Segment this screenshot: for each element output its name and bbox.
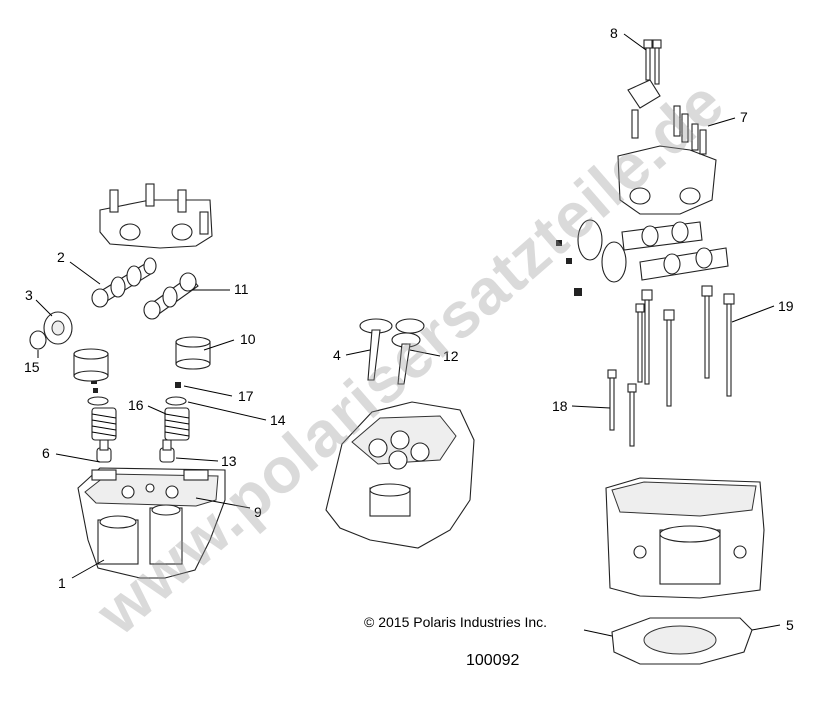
cylinder-head-left	[77, 467, 226, 579]
callout-11: 11	[234, 281, 249, 297]
copyright-notice: © 2015 Polaris Industries Inc.	[364, 614, 548, 630]
valve-spring-left	[91, 407, 117, 441]
callout-1: 1	[58, 575, 66, 591]
callout-13: 13	[221, 453, 237, 469]
valve-seal-6	[96, 439, 112, 463]
cylinder-right	[605, 477, 765, 599]
camshaft-11	[143, 272, 199, 320]
callout-12: 12	[443, 348, 459, 364]
valve-tappet-left	[73, 348, 109, 382]
callout-19: 19	[778, 298, 794, 314]
valve-seal-13	[159, 439, 175, 463]
callout-8: 8	[610, 25, 618, 41]
bolts-18	[607, 369, 637, 447]
head-bolts-19	[635, 285, 735, 407]
bolts-8	[643, 39, 662, 85]
callout-10: 10	[240, 331, 256, 347]
spring-retainer-14	[165, 396, 187, 406]
retaining-clip-15	[29, 330, 47, 350]
callout-17: 17	[238, 388, 254, 404]
callout-6: 6	[42, 445, 50, 461]
valve-keeper-left-2	[93, 388, 98, 393]
cam-sprocket-3	[43, 311, 73, 345]
callout-15: 15	[24, 359, 40, 375]
cam-carrier-right	[617, 79, 717, 215]
callouts: 1 2 3 4 5 6 7 8 9 10 11 12 13 14 15 16 1…	[24, 25, 794, 633]
valve-4	[359, 318, 393, 381]
camshaft-2	[91, 257, 157, 308]
callout-18: 18	[552, 398, 568, 414]
callout-4: 4	[333, 347, 341, 363]
callout-2: 2	[57, 249, 65, 265]
valve-tappet-10	[175, 336, 211, 370]
callout-16: 16	[128, 397, 144, 413]
cam-carrier-left	[99, 183, 213, 249]
valve-12	[391, 318, 425, 385]
leader-lines	[35, 33, 781, 637]
callout-7: 7	[740, 109, 748, 125]
callout-3: 3	[25, 287, 33, 303]
callout-9: 9	[254, 504, 262, 520]
valve-spring-16	[164, 407, 190, 441]
head-gasket-5	[611, 617, 753, 665]
callout-5: 5	[786, 617, 794, 633]
valve-keeper-17	[175, 382, 181, 388]
spring-retainer-left	[87, 396, 109, 406]
cylinder-head-center	[325, 401, 475, 549]
callout-14: 14	[270, 412, 286, 428]
cam-gears-right	[556, 219, 729, 296]
drawing-number: 100092	[466, 652, 520, 669]
